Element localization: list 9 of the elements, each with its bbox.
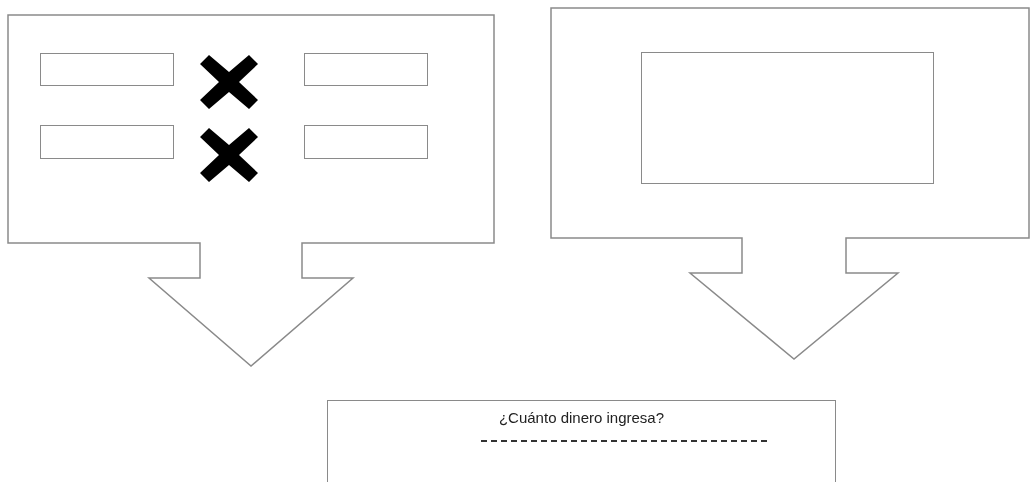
- question-text: ¿Cuánto dinero ingresa?: [497, 409, 666, 426]
- answer-box: [40, 53, 174, 86]
- answer-box: [304, 125, 428, 159]
- answer-box: [304, 53, 428, 86]
- answer-box: [641, 52, 934, 184]
- answer-box: [40, 125, 174, 159]
- callout-arrow-shape: [7, 14, 495, 367]
- question-card: [327, 400, 836, 482]
- callout-arrow-shape: [550, 7, 1030, 360]
